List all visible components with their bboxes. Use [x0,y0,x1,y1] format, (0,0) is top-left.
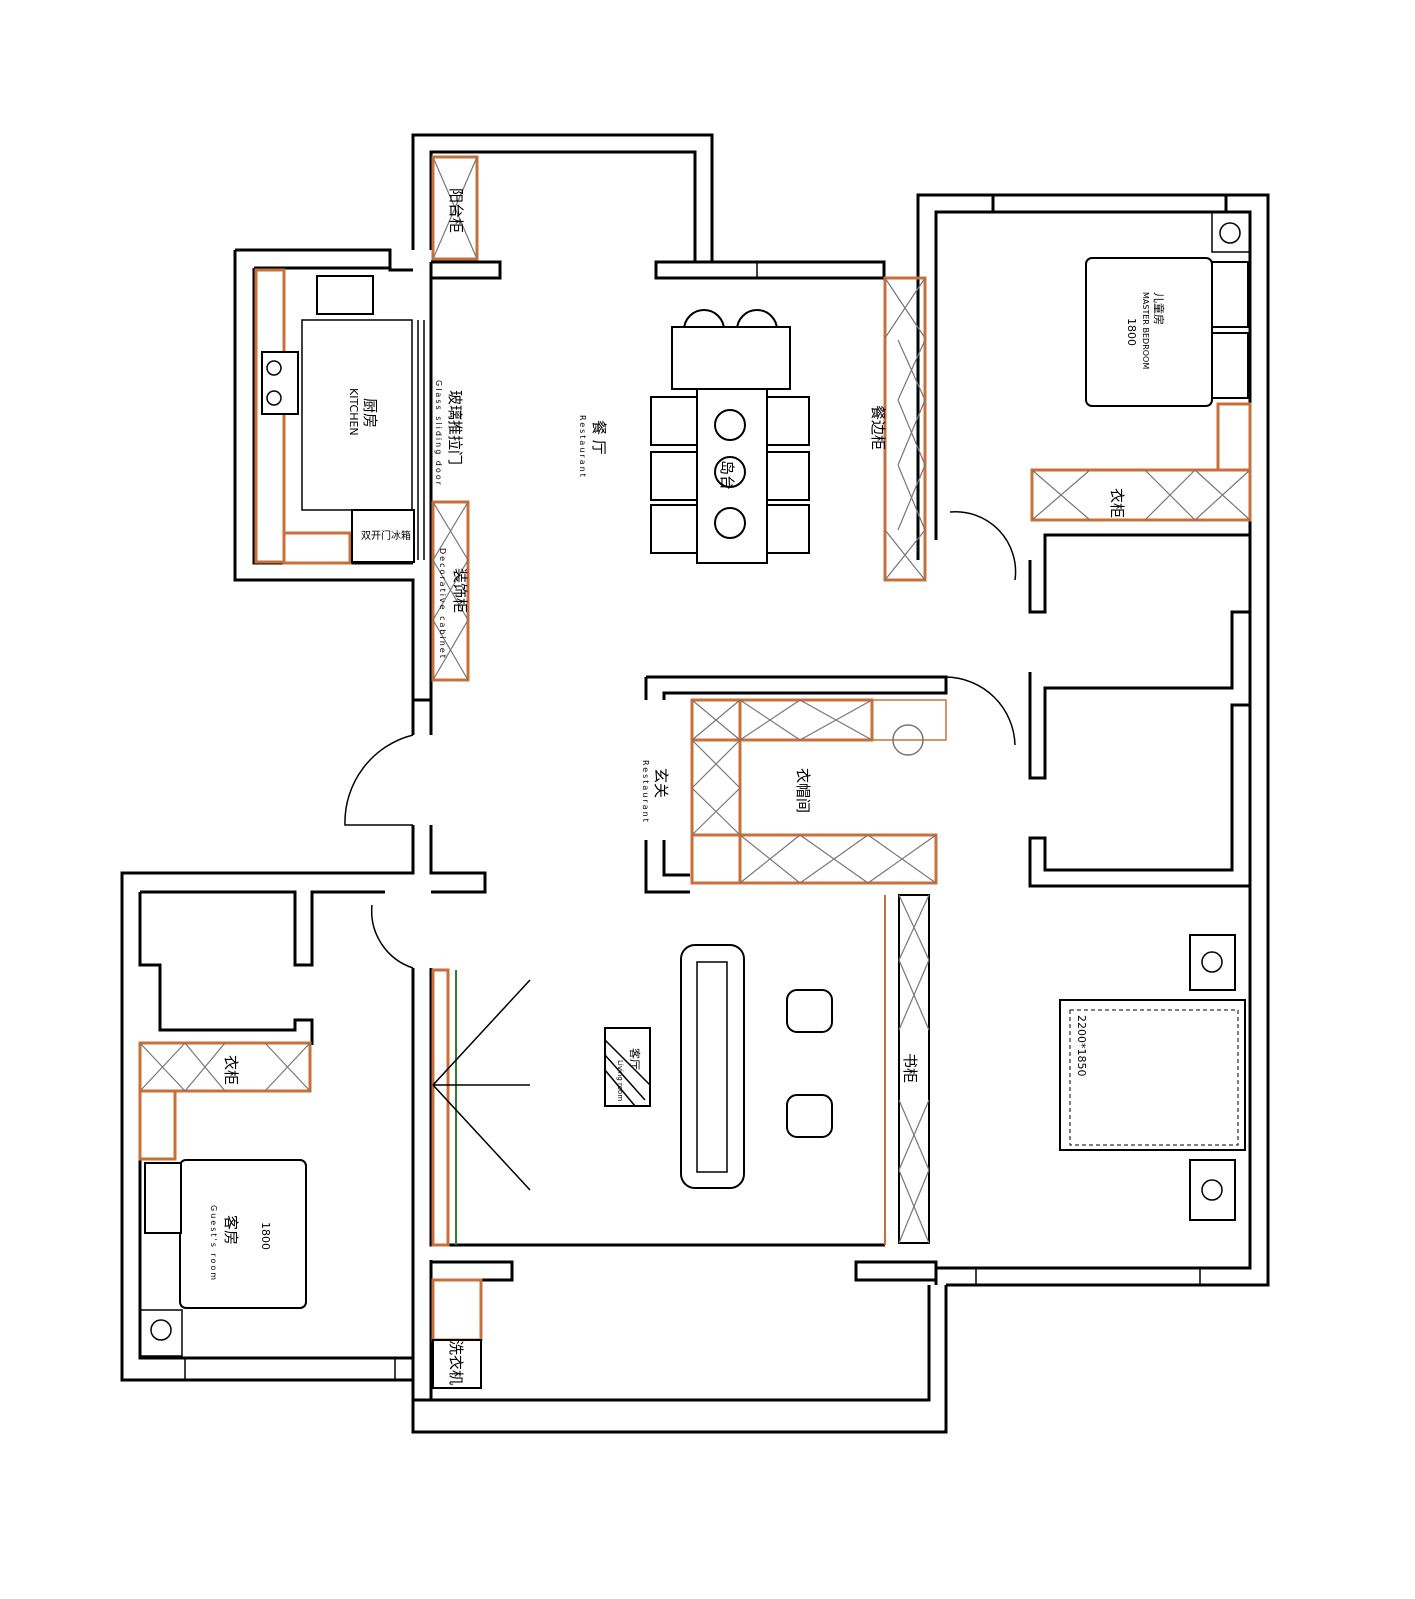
label-master-bed-size: 2200*1850 [1075,1015,1088,1077]
label-island: 岛台 [718,460,736,490]
living-furniture [432,944,833,1191]
label-balcony-cabinet: 阳台柜 [447,188,465,233]
doors [344,320,1017,969]
label-kids-room: 儿童房 [1152,292,1166,325]
label-living-en: Living room [616,1060,624,1101]
label-foyer: 玄关 [652,768,670,798]
label-glass-door: 玻璃推拉门 [446,390,464,465]
label-dining: 餐 厅 [590,420,608,455]
label-guest-room: 客房 [222,1215,240,1245]
label-guest-wardrobe: 衣柜 [222,1055,240,1085]
label-kids-bed-size: 1800 [1125,318,1138,346]
glass-sliding-door [417,320,425,560]
label-decor-cabinet: 装饰柜 [451,568,469,613]
label-cloakroom: 衣帽间 [794,768,812,813]
cabinets [138,155,1252,1389]
label-kitchen-en: KITCHEN [347,388,360,436]
label-guest-room-en: Guest's room [209,1205,218,1282]
label-sideboard: 餐边柜 [869,405,887,450]
label-kitchen: 厨房 [361,398,379,428]
room-labels: 阳台柜 厨房 KITCHEN 玻璃推拉门 Glass sliding door … [209,188,1166,1385]
label-fridge: 双开门冰箱 [361,529,411,542]
label-dining-en: Restaurant [578,415,587,479]
label-living: 客厅 [628,1048,642,1070]
walls [120,133,1270,1434]
kitchen-fixtures [261,275,415,563]
label-washer: 洗衣机 [447,1340,465,1385]
label-guest-bed-size: 1800 [259,1222,272,1250]
label-decor-cabinet-en: Decorative cabinet [438,548,447,660]
label-glass-door-en: Glass sliding door [434,380,443,487]
dining-set [650,309,810,564]
label-kids-room-en: MASTER BEDROOM [1141,292,1150,369]
label-kids-wardrobe: 衣柜 [1108,488,1126,518]
beds [139,211,1251,1357]
label-foyer-en: Restaurant [641,760,650,824]
label-bookcase: 书柜 [901,1053,919,1083]
